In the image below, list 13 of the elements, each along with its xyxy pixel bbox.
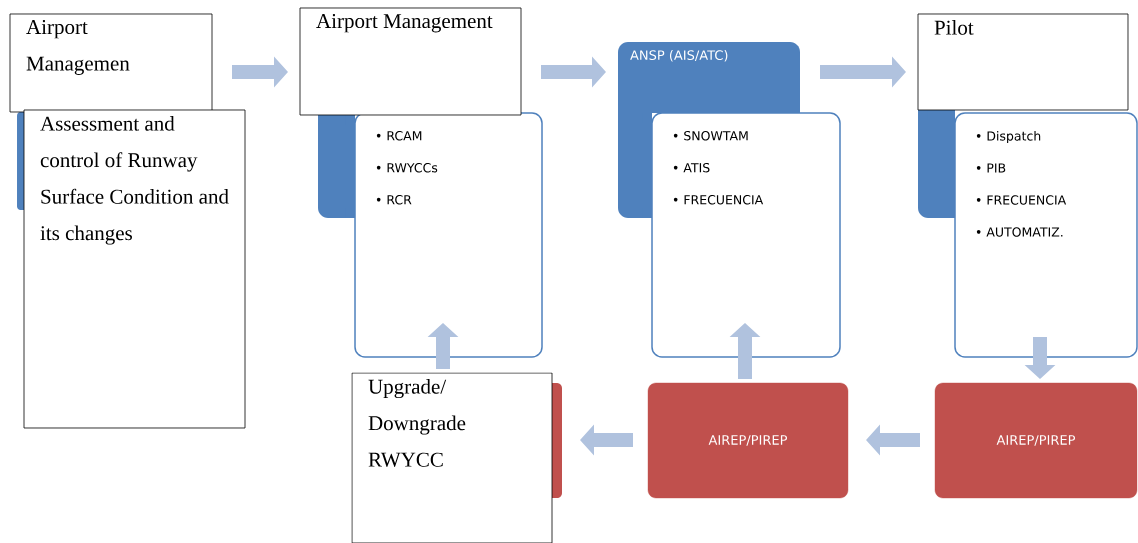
list-box: • Dispatch • PIB • FRECUENCIA • AUTOMATIZ. [954,112,1138,358]
list-box: • SNOWTAM • ATIS • FRECUENCIA [651,112,841,358]
process-box: AIREP/PIREP [934,382,1138,499]
process-box: AIREP/PIREP [647,382,849,499]
text-box: Pilot [917,13,1129,111]
text-box: Airport Management [299,7,522,116]
text-box: Airport Managemen [9,13,213,113]
process-box: ANSP (AIS/ATC) [618,42,800,113]
process-box [318,115,355,218]
process-box [918,110,955,218]
list-box: • RCAM • RWYCCs • RCR [354,112,543,358]
text-box: Upgrade/ Downgrade RWYCC [351,372,553,543]
process-box [552,383,562,498]
